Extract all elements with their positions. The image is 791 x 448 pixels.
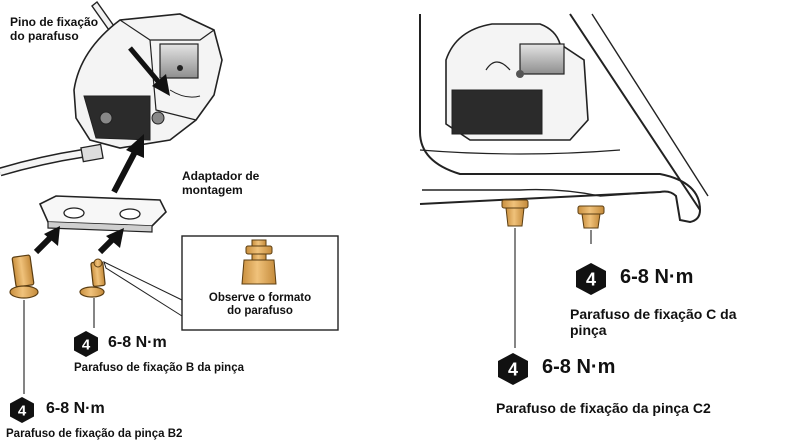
mount-adapter-label-line1: Adaptador de (182, 169, 260, 183)
arrow-up-icon (33, 226, 124, 255)
hex-wrench-4-badge: 4 (72, 330, 100, 358)
screw-shape-note-line1: Observe o formato (208, 292, 312, 304)
fixing-pin-label-line1: Pino de fixação (10, 15, 99, 29)
torque-c2-value: 6-8 N·m (542, 356, 616, 378)
bolt-b2-icon (9, 254, 39, 394)
bolt-b-description: Parafuso de fixação B da pinça (74, 362, 245, 374)
screw-shape-note: Observe o formato do parafuso (190, 292, 330, 318)
torque-b2-value: 6-8 N·m (46, 400, 105, 417)
hex-wrench-4-badge: 4 (8, 396, 36, 424)
frame-rear-triangle (419, 13, 709, 224)
badge-number: 4 (508, 360, 518, 380)
bolt-c2-icon (501, 199, 529, 348)
bolt-b2-description: Parafuso de fixação da pinça B2 (6, 428, 183, 440)
badge-number: 4 (586, 270, 596, 290)
hex-wrench-4-badge: 4 (496, 352, 530, 386)
screw-shape-note-line2: do parafuso (227, 305, 293, 318)
fixing-pin-label-line2: do parafuso (10, 28, 79, 43)
mount-adapter (38, 195, 167, 233)
fixing-pin-label: Pino de fixação do parafuso (10, 15, 99, 44)
arrow-pin-icon (128, 46, 170, 96)
bolt-c-icon (577, 205, 605, 244)
badge-number: 4 (82, 337, 91, 354)
arrow-up-icon (111, 134, 144, 194)
brake-hose (0, 143, 104, 177)
screw-shape-callout (103, 235, 339, 331)
hex-wrench-4-badge: 4 (574, 262, 608, 296)
brake-caliper (73, 13, 223, 149)
brake-caliper-right (445, 23, 589, 141)
badge-number: 4 (18, 403, 27, 420)
bolt-c-description: Parafuso de fixação C da pinça (570, 306, 737, 338)
bolt-c-description-line1: Parafuso de fixação C da (570, 306, 737, 322)
mount-adapter-label: Adaptador de montagem (182, 169, 260, 198)
torque-b-value: 6-8 N·m (108, 334, 167, 351)
bolt-c-description-line2: pinça (570, 322, 607, 339)
mount-adapter-label-line2: montagem (182, 182, 243, 197)
bolt-b-icon (79, 258, 106, 328)
torque-c-value: 6-8 N·m (620, 266, 694, 288)
bolt-c2-description: Parafuso de fixação da pinça C2 (496, 400, 711, 416)
